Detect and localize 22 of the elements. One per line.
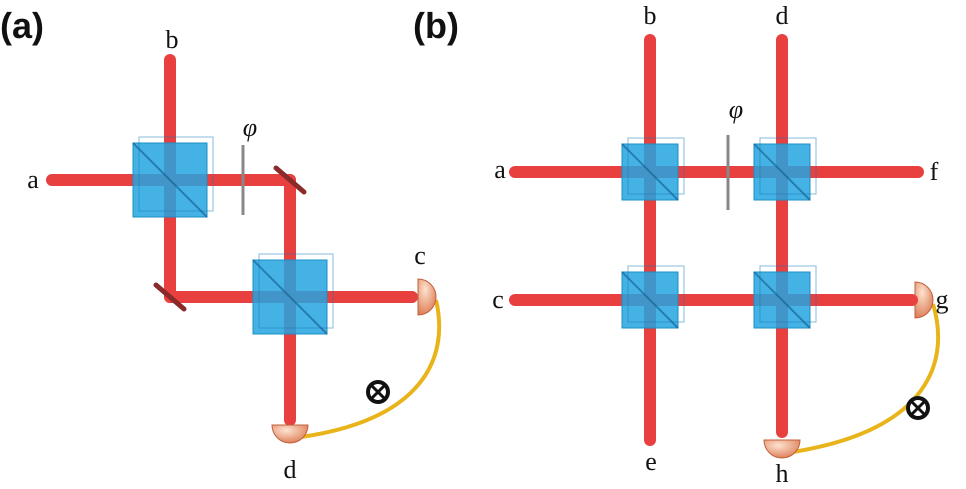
- port-label: a: [27, 167, 39, 193]
- panel-label: (a): [0, 8, 44, 44]
- wire: [300, 300, 442, 439]
- port-label: g: [936, 287, 948, 313]
- detector-icon: [764, 440, 800, 458]
- panel-label: (b): [413, 8, 459, 44]
- detector-icon: [914, 282, 934, 318]
- port-label: c: [414, 243, 426, 269]
- phase-label: φ: [242, 115, 258, 141]
- wire: [792, 304, 940, 454]
- phase-label: φ: [728, 97, 744, 123]
- port-label: h: [776, 461, 788, 487]
- port-label: e: [645, 449, 657, 475]
- port-label: b: [166, 27, 178, 53]
- port-label: a: [494, 157, 506, 183]
- port-label: f: [930, 159, 938, 185]
- detector-icon: [418, 278, 436, 316]
- detector-icon: [272, 424, 308, 444]
- port-label: d: [776, 3, 788, 29]
- port-label: d: [284, 457, 296, 483]
- port-label: c: [492, 287, 504, 313]
- port-label: b: [644, 3, 656, 29]
